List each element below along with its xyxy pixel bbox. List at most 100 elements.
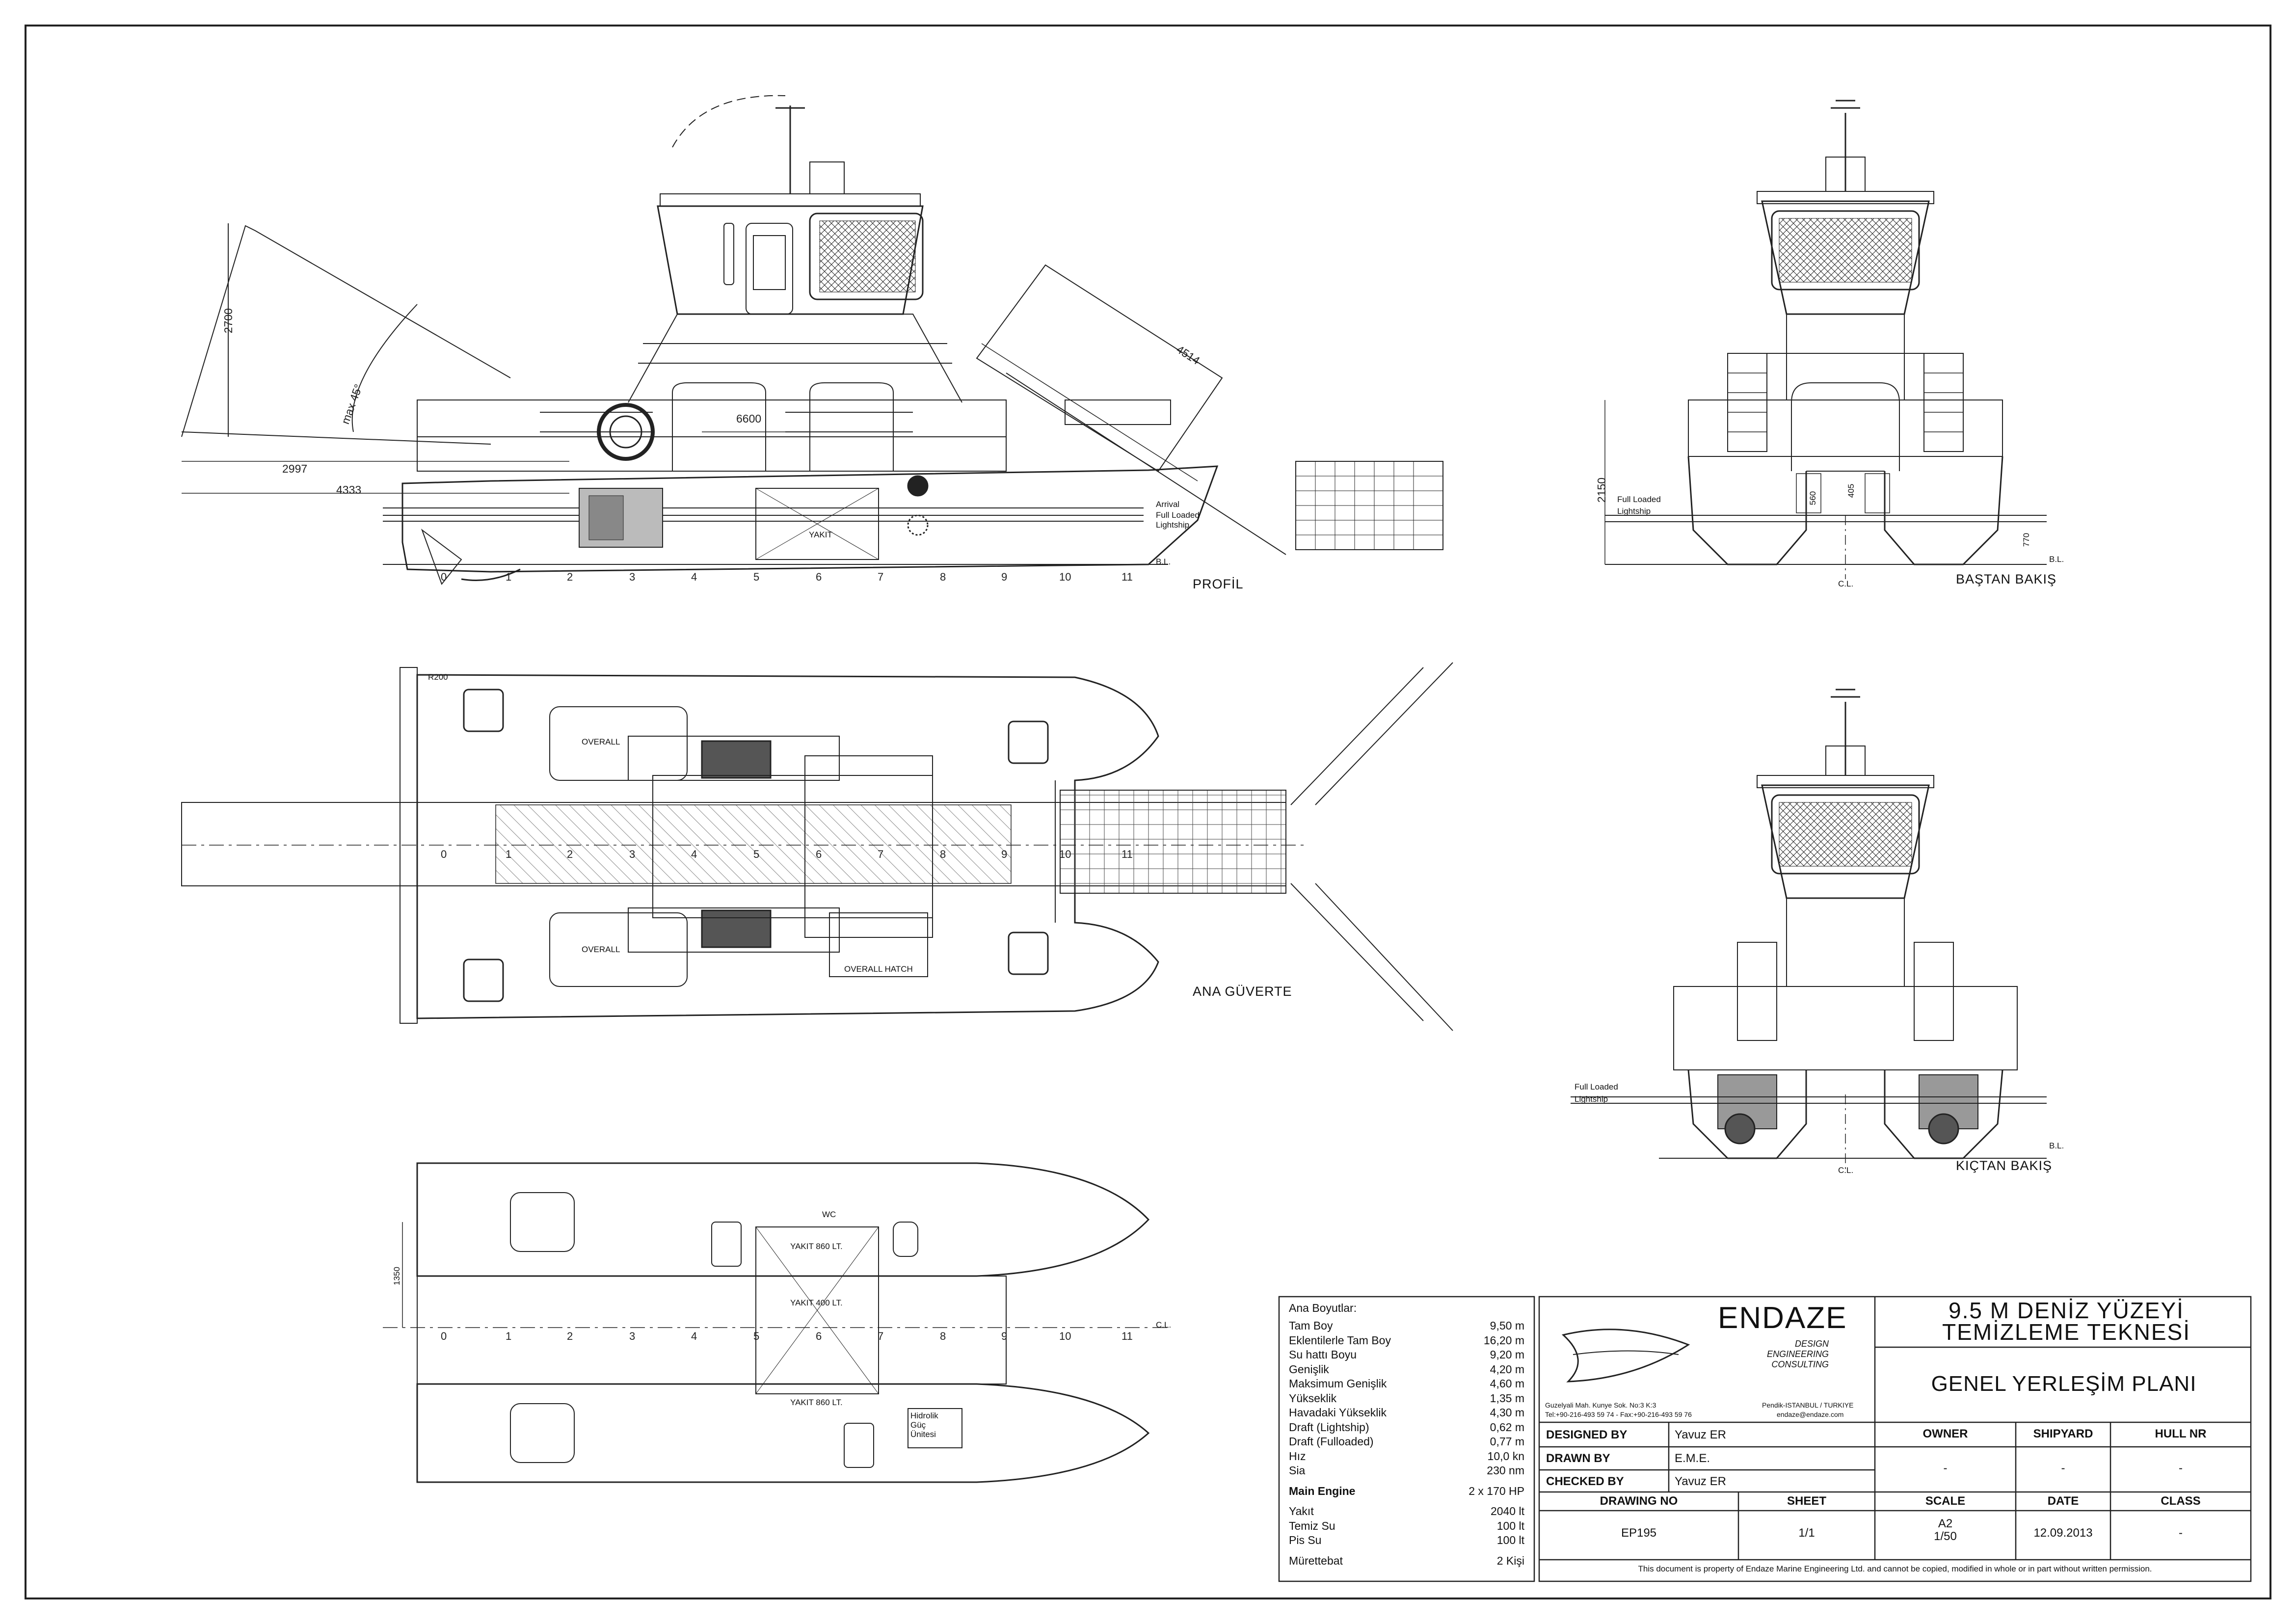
owner-label: OWNER [1922, 1427, 1968, 1440]
stern-view [1571, 689, 2047, 1173]
dim-label: 2997 [282, 462, 308, 475]
dim-label: 1350 [392, 1267, 401, 1285]
particulars-heading: Ana Boyutlar: [1289, 1302, 1357, 1314]
hatch-label: OVERALL [582, 737, 620, 746]
scale-label: SCALE [1925, 1494, 1966, 1508]
frame-number: 8 [940, 1330, 946, 1342]
checked-by-label: CHECKED BY [1546, 1475, 1624, 1488]
class-value: - [2179, 1526, 2183, 1540]
date-label: DATE [2047, 1494, 2079, 1508]
shipyard-value: - [2061, 1462, 2065, 1475]
frame-number: 8 [940, 571, 946, 583]
frame-number: 0 [441, 848, 447, 860]
baseline-label: B.L. [1156, 557, 1171, 566]
baseline-label: B.L. [2049, 1141, 2064, 1150]
phone-fax: Tel:+90-216-493 59 74 - Fax:+90-216-493 … [1545, 1411, 1692, 1418]
deck-plan [181, 662, 1453, 1031]
frame-number: 0 [441, 1330, 447, 1342]
dim-label: 6600 [736, 412, 762, 425]
frame-number: 3 [629, 848, 636, 860]
wc-label: WC [822, 1210, 836, 1219]
drawn-by-value: E.M.E. [1675, 1452, 1710, 1465]
frame-number: 10 [1059, 571, 1071, 583]
frame-number: 2 [567, 848, 573, 860]
hatch-label: OVERALL [582, 945, 620, 954]
frame-number: 7 [878, 571, 884, 583]
frame-number: 10 [1059, 848, 1071, 860]
profile-view [181, 95, 1443, 586]
dim-label: 4333 [336, 483, 362, 496]
centerline-label: C.L. [1838, 1166, 1854, 1175]
hull-nr-value: - [2179, 1462, 2183, 1475]
waterline-lightship: Lightship [1575, 1094, 1608, 1104]
project-title: 9.5 M DENİZ YÜZEYİ TEMİZLEME TEKNESİ [1942, 1298, 2191, 1345]
waterline-lightship: Lightship [1617, 506, 1651, 516]
dim-label: 770 [2022, 532, 2031, 547]
copyright-notice: This document is property of Endaze Mari… [1638, 1564, 2152, 1573]
bow-view [1604, 100, 2047, 579]
frame-number: 2 [567, 1330, 573, 1342]
frame-number: 9 [1001, 571, 1008, 583]
address-city: Pendik-ISTANBUL / TURKIYE [1762, 1401, 1854, 1409]
sheet-border [25, 25, 2271, 1599]
owner-value: - [1943, 1462, 1948, 1475]
company-name: ENDAZE [1718, 1301, 1847, 1335]
tank-plan [383, 1162, 1168, 1483]
frame-number: 9 [1001, 1330, 1008, 1342]
frame-number: 6 [816, 571, 822, 583]
frame-number: 4 [691, 848, 697, 860]
sheet-label: SHEET [1787, 1494, 1826, 1508]
designed-by-label: DESIGNED BY [1546, 1428, 1628, 1441]
frame-number: 4 [691, 571, 697, 583]
deck-plan-title: ANA GÜVERTE [1193, 984, 1292, 999]
frame-number: 8 [940, 848, 946, 860]
baseline-label: B.L. [2049, 555, 2064, 564]
frame-number: 5 [753, 848, 760, 860]
frame-number: 11 [1121, 571, 1133, 583]
frame-number: 3 [629, 1330, 636, 1342]
designed-by-value: Yavuz ER [1675, 1428, 1726, 1441]
sheet-value: 1/1 [1798, 1526, 1815, 1540]
frame-number: 5 [753, 1330, 760, 1342]
dim-label: 2700 [222, 308, 235, 334]
centerline-label: C.L. [1838, 579, 1854, 588]
frame-number: 11 [1121, 1330, 1133, 1342]
frame-number: 5 [753, 571, 760, 583]
waterline-full-loaded: Full Loaded [1156, 510, 1200, 520]
tank-label: YAKIT 860 LT. [790, 1398, 843, 1407]
frame-number: 9 [1001, 848, 1008, 860]
frame-number: 7 [878, 1330, 884, 1342]
date-value: 12.09.2013 [2033, 1526, 2093, 1540]
drawing-no-value: EP195 [1621, 1526, 1657, 1540]
frame-number: 0 [441, 571, 447, 583]
frame-number: 3 [629, 571, 636, 583]
waterline-full-loaded: Full Loaded [1617, 495, 1661, 504]
fuel-tank-label: YAKIT [809, 530, 832, 539]
email: endaze@endaze.com [1777, 1411, 1844, 1418]
hydraulic-unit-label: Hidrolik Güç Ünitesi [910, 1411, 938, 1439]
frame-number: 1 [506, 848, 512, 860]
shipyard-label: SHIPYARD [2033, 1427, 2093, 1440]
waterline-full-loaded: Full Loaded [1575, 1082, 1618, 1092]
dim-label: 2150 [1595, 477, 1608, 503]
frame-number: 6 [816, 848, 822, 860]
tank-label: YAKIT 860 LT. [790, 1242, 843, 1251]
frame-number: 1 [506, 571, 512, 583]
drawn-by-label: DRAWN BY [1546, 1452, 1610, 1465]
frame-number: 11 [1121, 848, 1133, 860]
checked-by-value: Yavuz ER [1675, 1475, 1726, 1488]
frame-number: 2 [567, 571, 573, 583]
